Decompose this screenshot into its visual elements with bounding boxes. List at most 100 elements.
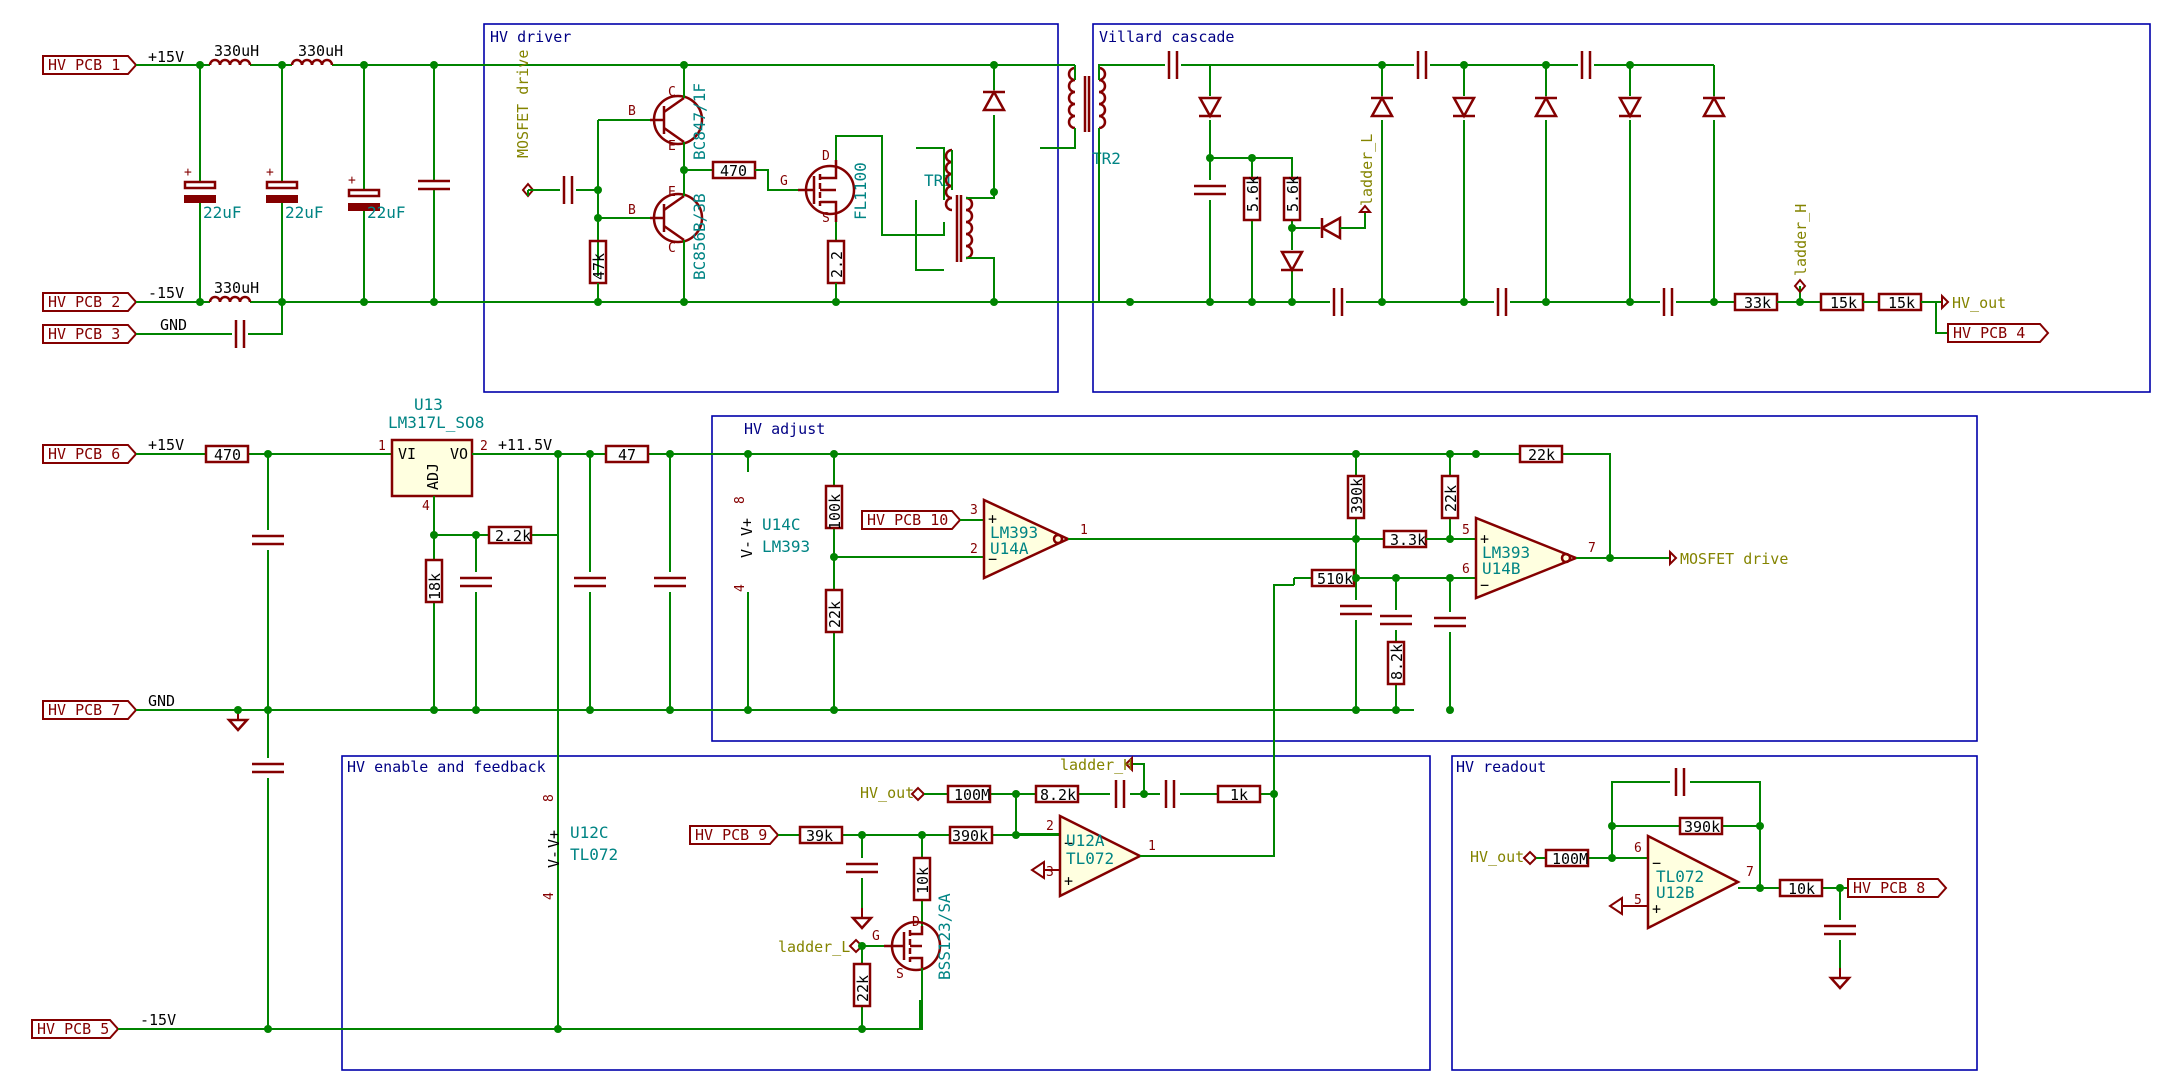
- svg-text:22uF: 22uF: [367, 203, 406, 222]
- svg-text:G: G: [872, 929, 880, 944]
- cap-hv-1: [1114, 778, 1126, 810]
- svg-text:C: C: [668, 241, 676, 256]
- hv-enable: HV_out 100M 8.2k 1k ladder_H HV_PCB_9 39…: [689, 755, 1278, 1033]
- svg-text:15k: 15k: [1830, 294, 1857, 312]
- cap-out-1: [572, 576, 608, 588]
- port-hv-pcb-4-label: HV_PCB_4: [1953, 324, 2025, 342]
- cap-v1: [1167, 49, 1179, 81]
- svg-text:2.2: 2.2: [828, 251, 846, 278]
- inductor-l3: 330uH: [208, 279, 259, 303]
- cap-22uf-2: + 22uF: [265, 65, 324, 302]
- svg-text:22k: 22k: [1528, 446, 1555, 464]
- transformer-tr1: TR1: [915, 147, 995, 302]
- svg-text:3.3k: 3.3k: [1390, 531, 1426, 549]
- svg-text:8: 8: [733, 496, 748, 504]
- cap-v2: [1332, 286, 1344, 318]
- svg-text:22k: 22k: [1442, 485, 1460, 512]
- svg-text:22uF: 22uF: [203, 203, 242, 222]
- svg-text:V-: V-: [738, 540, 756, 558]
- svg-text:TL072: TL072: [1066, 849, 1114, 868]
- svg-text:GND: GND: [148, 692, 175, 710]
- svg-text:G: G: [780, 174, 788, 189]
- hv-enable-block: [341, 755, 1431, 1071]
- port-hv-pcb-4[interactable]: [1947, 323, 2050, 343]
- port-hv-pcb-3[interactable]: [42, 324, 138, 344]
- port-hv-pcb-5[interactable]: [31, 1019, 120, 1039]
- port-hv-pcb-7[interactable]: [42, 700, 138, 720]
- svg-text:−: −: [988, 550, 997, 568]
- cap-hv-2: [1164, 778, 1176, 810]
- svg-text:510k: 510k: [1317, 570, 1353, 588]
- svg-text:+15V: +15V: [148, 436, 184, 454]
- svg-text:18k: 18k: [426, 573, 444, 600]
- svg-text:V+: V+: [738, 518, 756, 536]
- svg-text:−: −: [1480, 576, 1489, 594]
- svg-text:100k: 100k: [826, 494, 844, 530]
- svg-text:TL072: TL072: [570, 845, 618, 864]
- svg-text:3: 3: [970, 503, 978, 518]
- svg-text:VI: VI: [398, 445, 416, 463]
- svg-text:470: 470: [720, 162, 747, 180]
- svg-text:+: +: [1480, 530, 1489, 548]
- cap-v3: [1416, 49, 1428, 81]
- svg-text:S: S: [896, 967, 904, 982]
- svg-text:+: +: [184, 165, 192, 180]
- svg-text:8.2k: 8.2k: [1040, 786, 1076, 804]
- svg-text:ADJ: ADJ: [424, 463, 442, 490]
- port-hv-pcb-6[interactable]: [42, 444, 138, 464]
- svg-text:1: 1: [1080, 523, 1088, 538]
- svg-text:U14B: U14B: [1482, 559, 1521, 578]
- svg-text:6: 6: [1462, 562, 1470, 577]
- port-hv-pcb-8-label: HV_PCB_8: [1853, 879, 1925, 897]
- port-hv-pcb-2[interactable]: [42, 292, 138, 312]
- ladder-h-label: ladder_H: [1792, 204, 1810, 276]
- cap-out-2: [652, 576, 688, 588]
- svg-text:U12B: U12B: [1656, 883, 1695, 902]
- svg-text:B: B: [628, 203, 636, 218]
- port-hv-pcb-2-label: HV_PCB_2: [48, 293, 120, 311]
- villard-block: [1092, 23, 2151, 393]
- hv-out-readout-label: HV_out: [1470, 848, 1524, 866]
- svg-text:330uH: 330uH: [214, 279, 259, 297]
- svg-text:1: 1: [1148, 839, 1156, 854]
- port-hv-pcb-8[interactable]: [1847, 878, 1948, 898]
- port-hv-pcb-10[interactable]: [861, 510, 962, 530]
- svg-text:8.2k: 8.2k: [1388, 644, 1406, 680]
- svg-text:TR2: TR2: [1092, 149, 1121, 168]
- svg-text:B: B: [628, 104, 636, 119]
- diode-d3: [1319, 215, 1342, 241]
- opamp-u12c-power: 8 V+ V- 4 U12C TL072: [542, 794, 618, 900]
- hv-adjust: 8 V+ V- 4 U14C LM393 100k 22k HV_PCB_10 …: [733, 444, 1788, 794]
- port-hv-pcb-9[interactable]: [689, 825, 780, 845]
- svg-text:330uH: 330uH: [298, 42, 343, 60]
- svg-text:1: 1: [378, 439, 386, 454]
- svg-text:+: +: [1652, 900, 1661, 918]
- transformer-tr2: TR2: [1062, 64, 1150, 168]
- svg-text:E: E: [668, 139, 676, 154]
- net-gnd-label: GND: [160, 316, 187, 334]
- port-hv-pcb-5-label: HV_PCB_5: [37, 1020, 109, 1038]
- regulator-u13: U13 LM317L_SO8 1 2 4 VI VO ADJ: [378, 395, 488, 514]
- villard-title: Villard cascade: [1099, 28, 1234, 46]
- port-hv-pcb-1[interactable]: [42, 55, 138, 75]
- cap-gnd: [234, 318, 246, 350]
- port-hv-pcb-10-label: HV_PCB_10: [867, 511, 948, 529]
- svg-text:10k: 10k: [914, 867, 932, 894]
- hv-driver-title: HV driver: [490, 28, 571, 46]
- hv-adjust-title: HV adjust: [744, 420, 825, 438]
- svg-text:4: 4: [542, 892, 557, 900]
- cap-v6: [1662, 286, 1674, 318]
- hv-out-label-top: HV_out: [1952, 294, 2006, 312]
- svg-text:C: C: [668, 85, 676, 100]
- svg-text:D: D: [912, 915, 920, 930]
- ladder-l-label: ladder_L: [1358, 134, 1376, 206]
- diode-d8: [1701, 96, 1727, 118]
- hv-enable-title: HV enable and feedback: [347, 758, 546, 776]
- svg-text:6: 6: [1634, 841, 1642, 856]
- cap-bypass: [416, 65, 452, 302]
- svg-text:47k: 47k: [590, 253, 608, 280]
- svg-text:U12A: U12A: [1066, 831, 1105, 850]
- svg-text:LM393: LM393: [990, 523, 1038, 542]
- svg-text:5.6k: 5.6k: [1244, 176, 1262, 212]
